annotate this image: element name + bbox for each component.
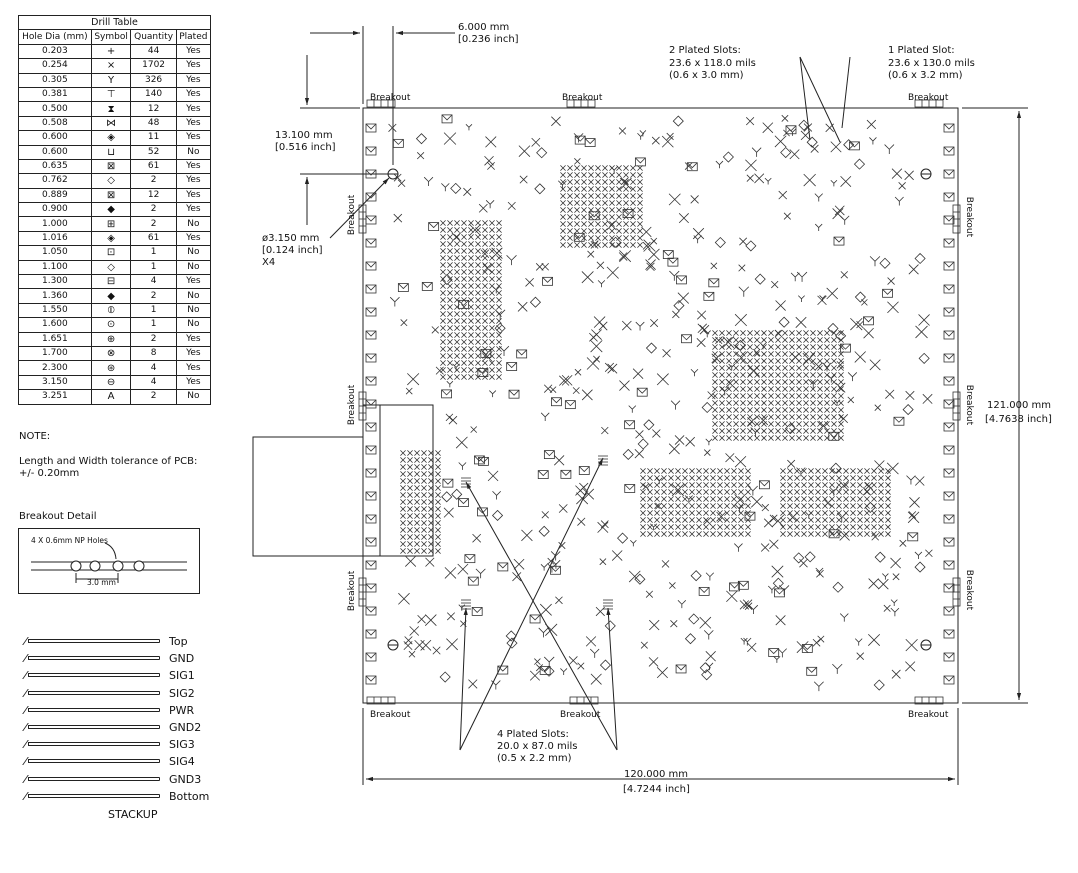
breakout-label-right-middle: Breakout: [964, 384, 975, 426]
connector-outline: [252, 404, 434, 557]
hole-dia-mm: ø3.150 mm: [262, 233, 320, 244]
width-mm: 120.000 mm: [624, 769, 689, 780]
layer-bar: [28, 656, 160, 661]
two-slots-line3: (0.6 x 3.0 mm): [669, 70, 744, 81]
layer-label: PWR: [169, 703, 195, 717]
four-slots-line1: 4 Plated Slots:: [497, 729, 569, 740]
layer-bar: [28, 759, 160, 764]
one-slot-line1: 1 Plated Slot:: [888, 45, 955, 56]
layer-label: GND: [169, 652, 195, 666]
hole-offset-x-in: [0.236 inch]: [458, 34, 519, 45]
breakout-label-right-upper: Breakout: [964, 196, 975, 238]
one-slot-line2: 23.6 x 130.0 mils: [888, 58, 975, 69]
layer-label: SIG2: [169, 686, 195, 700]
layer-label: GND2: [169, 721, 202, 734]
breakout-detail-title: Breakout Detail: [19, 511, 97, 522]
hole-dia-cell: 3.251: [18, 389, 92, 405]
drill-table: Drill Table Hole Dia (mm) Symbol Quantit…: [18, 14, 212, 405]
height-in: [4.7638 inch]: [985, 414, 1052, 425]
hole-count: X4: [262, 257, 276, 268]
breakout-label-top-center: Breakout: [562, 93, 603, 103]
layer-bar: [28, 707, 160, 712]
drill-table-header-row: Hole Dia (mm) Symbol Quantity Plated: [18, 29, 212, 45]
plated-cell: Yes: [175, 86, 212, 103]
layer-bar: [28, 639, 160, 643]
layer-label: SIG3: [169, 738, 195, 752]
layer-label: GND3: [169, 772, 202, 786]
mounting-hole: [387, 168, 399, 180]
breakout-detail-drawing: [31, 542, 187, 583]
drill-hole-pattern: [358, 99, 961, 705]
note-tolerance-line1: Length and Width tolerance of PCB:: [19, 456, 198, 467]
breakout-label-bottom-center: Breakout: [560, 710, 601, 720]
layer-label: Top: [169, 635, 188, 648]
stackup-title: STACKUP: [108, 808, 158, 821]
four-slots-line2: 20.0 x 87.0 mils: [497, 741, 578, 752]
height-mm: 121.000 mm: [987, 400, 1052, 411]
note-heading: NOTE:: [19, 431, 51, 442]
note-tolerance-line2: +/- 0.20mm: [19, 468, 80, 479]
breakout-label-top-left: Breakout: [370, 93, 411, 103]
layer-bar: [28, 725, 160, 729]
layer-label: SIG4: [169, 755, 195, 769]
breakout-label-right-lower: Breakout: [964, 569, 975, 611]
two-slots-line2: 23.6 x 118.0 mils: [669, 58, 756, 69]
hole-dia-in: [0.124 inch]: [262, 245, 323, 256]
breakout-label-left-upper: Breakout: [347, 194, 358, 236]
hole-offset-y-in: [0.516 inch]: [275, 142, 336, 153]
breakout-spacing-label: 3.0 mm: [87, 578, 116, 587]
layer-bar: [28, 793, 160, 798]
two-slots-line1: 2 Plated Slots:: [669, 45, 741, 56]
breakout-label-bottom-left: Breakout: [370, 710, 411, 720]
breakout-holes-label: 4 X 0.6mm NP Holes: [31, 536, 108, 545]
layer-label: Bottom: [169, 789, 210, 803]
width-in: [4.7244 inch]: [623, 784, 690, 795]
four-slots-line3: (0.5 x 2.2 mm): [497, 753, 572, 764]
hole-offset-x-mm: 6.000 mm: [458, 22, 510, 33]
breakout-label-top-right: Breakout: [908, 93, 949, 103]
layer-bar: [28, 690, 160, 695]
breakout-label-bottom-right: Breakout: [908, 710, 949, 720]
layer-bar: [28, 776, 160, 781]
one-slot-line3: (0.6 x 3.2 mm): [888, 70, 963, 81]
plated-cell: No: [175, 389, 212, 405]
breakout-label-left-lower: Breakout: [347, 570, 358, 612]
hole-offset-y-mm: 13.100 mm: [275, 130, 333, 141]
layer-bar: [28, 673, 160, 678]
layer-label: SIG1: [169, 669, 195, 683]
breakout-detail-box: 4 X 0.6mm NP Holes 3.0 mm: [18, 528, 200, 594]
board-outline: [362, 107, 959, 704]
plated-cell: Yes: [175, 173, 212, 189]
breakout-label-left-middle: Breakout: [347, 384, 358, 426]
layer-bar: [28, 742, 160, 747]
